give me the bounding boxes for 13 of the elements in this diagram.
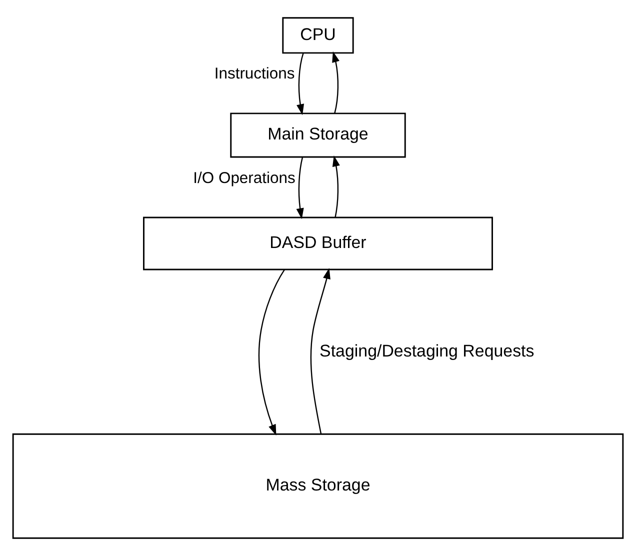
arrow [332,51,340,114]
node-box: Mass Storage [12,433,624,539]
arrow [258,270,285,436]
arrow [296,157,304,220]
node-box: Main Storage [230,112,406,158]
arrow [310,268,330,434]
node-box: CPU [282,17,354,54]
edge-label: Instructions [214,66,295,83]
label: Staging/Destaging Requests [320,341,534,360]
node-box: DASD Buffer [143,216,493,270]
arrow [332,156,340,218]
arrow [296,52,304,116]
edge-label: I/O Operations [193,170,296,187]
